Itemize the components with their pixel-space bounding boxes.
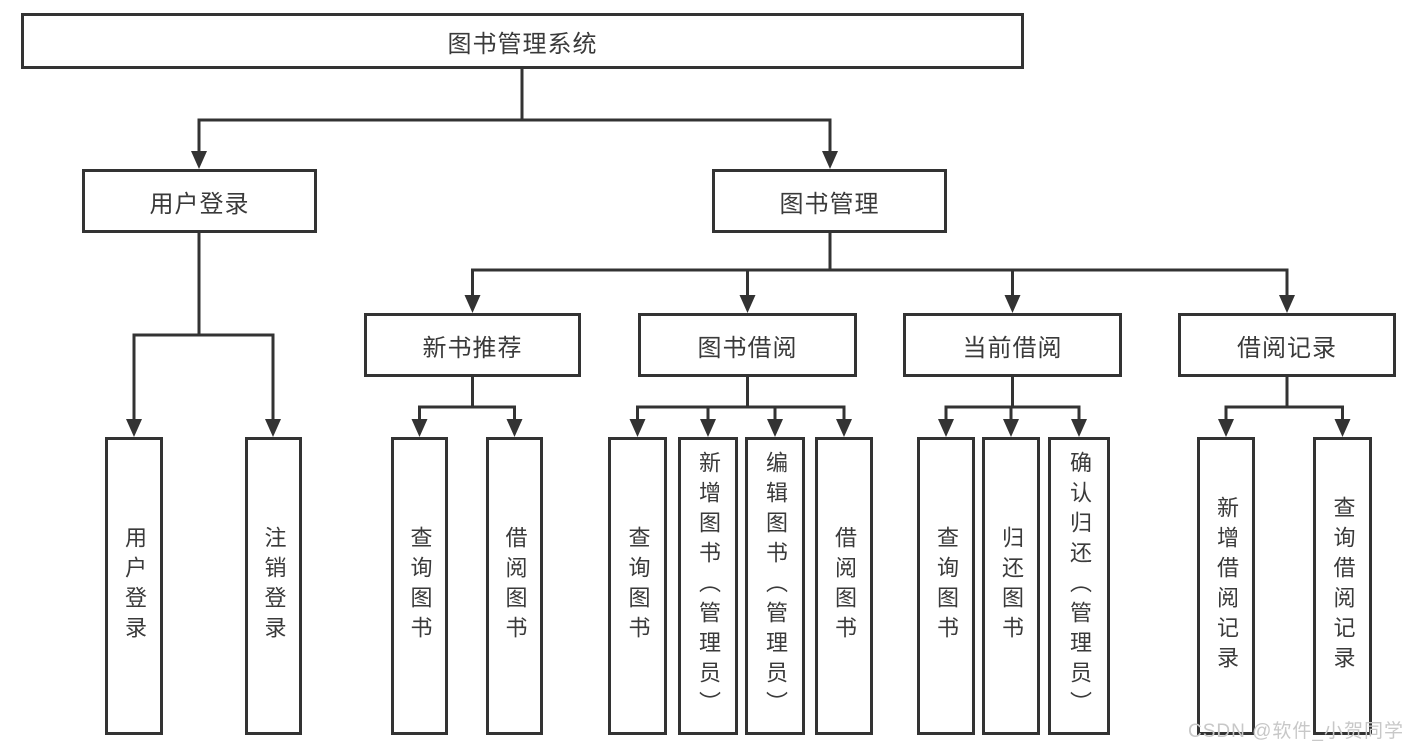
leaf-add-books-admin: 新增图书（管理员）: [678, 437, 738, 735]
node-user-login: 用户登录: [82, 169, 317, 233]
leaf-recommend-borrow-books: 借阅图书: [486, 437, 543, 735]
leaf-edit-books-admin: 编辑图书（管理员）: [745, 437, 805, 735]
leaf-query-borrow-record: 查询借阅记录: [1313, 437, 1372, 735]
node-book-management: 图书管理: [712, 169, 947, 233]
leaf-user-login: 用户登录: [105, 437, 163, 735]
node-new-book-recommend: 新书推荐: [364, 313, 581, 377]
leaf-return-books: 归还图书: [982, 437, 1040, 735]
leaf-borrowing-query-books: 查询图书: [608, 437, 667, 735]
leaf-current-query-books: 查询图书: [917, 437, 975, 735]
leaf-borrowing-borrow-books: 借阅图书: [815, 437, 873, 735]
watermark: CSDN @软件_小贺同学: [1188, 721, 1404, 742]
leaf-add-borrow-record: 新增借阅记录: [1197, 437, 1255, 735]
leaf-recommend-query-books: 查询图书: [391, 437, 448, 735]
node-root: 图书管理系统: [21, 13, 1024, 69]
node-borrowing-records: 借阅记录: [1178, 313, 1396, 377]
node-book-borrowing: 图书借阅: [638, 313, 857, 377]
leaf-logout: 注销登录: [245, 437, 302, 735]
node-current-borrowing: 当前借阅: [903, 313, 1122, 377]
leaf-confirm-return-admin: 确认归还（管理员）: [1048, 437, 1110, 735]
